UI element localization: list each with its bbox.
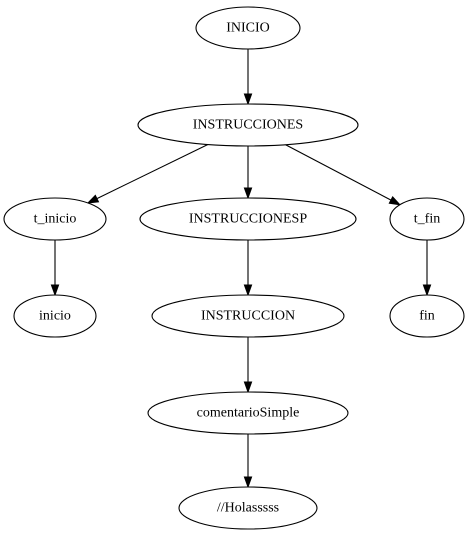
node-label: t_fin [414, 212, 440, 227]
node-label: INSTRUCCIONESP [189, 212, 307, 227]
nodes-layer: INICIO INSTRUCCIONES t_inicio INSTRUCCIO… [3, 6, 465, 530]
node-label: t_inicio [34, 212, 77, 227]
node-t-inicio: t_inicio [3, 197, 107, 241]
node-holasssss: //Holasssss [178, 486, 318, 530]
node-ellipse [13, 294, 97, 338]
node-ellipse [139, 197, 357, 241]
node-t-fin: t_fin [389, 197, 465, 241]
edge-instrucciones-to-instruccionesp [243, 146, 253, 200]
node-instruccion: INSTRUCCION [151, 294, 345, 338]
node-ellipse [178, 486, 318, 530]
node-label: INSTRUCCIONES [193, 118, 303, 133]
node-ellipse [147, 391, 349, 435]
edges-layer [50, 49, 432, 489]
node-ellipse [3, 197, 107, 241]
node-inicio-leaf: inicio [13, 294, 97, 338]
edge-t-inicio-to-inicio [50, 240, 60, 297]
node-label: INICIO [226, 21, 270, 36]
node-label: INSTRUCCION [201, 309, 295, 324]
edge-instruccion-to-comentariosimple [243, 337, 253, 394]
node-fin-leaf: fin [389, 294, 465, 338]
node-label: //Holasssss [217, 501, 279, 516]
edge-instrucciones-to-t-fin [285, 144, 402, 206]
node-ellipse [389, 294, 465, 338]
edge-instrucciones-to-t-inicio [86, 144, 209, 204]
node-instrucciones: INSTRUCCIONES [137, 103, 359, 147]
node-ellipse [389, 197, 465, 241]
edge-inicio-to-instrucciones [243, 49, 253, 106]
node-ellipse [151, 294, 345, 338]
node-comentario-simple: comentarioSimple [147, 391, 349, 435]
node-label: comentarioSimple [197, 406, 300, 421]
node-label: inicio [39, 309, 71, 324]
edge-t-fin-to-fin [422, 240, 432, 297]
edge-comentariosimple-to-holasssss [243, 434, 253, 489]
node-label: fin [419, 309, 435, 324]
node-instruccionesp: INSTRUCCIONESP [139, 197, 357, 241]
node-inicio-root: INICIO [195, 6, 301, 50]
edge-instruccionesp-to-instruccion [243, 240, 253, 297]
node-ellipse [195, 6, 301, 50]
node-ellipse [137, 103, 359, 147]
